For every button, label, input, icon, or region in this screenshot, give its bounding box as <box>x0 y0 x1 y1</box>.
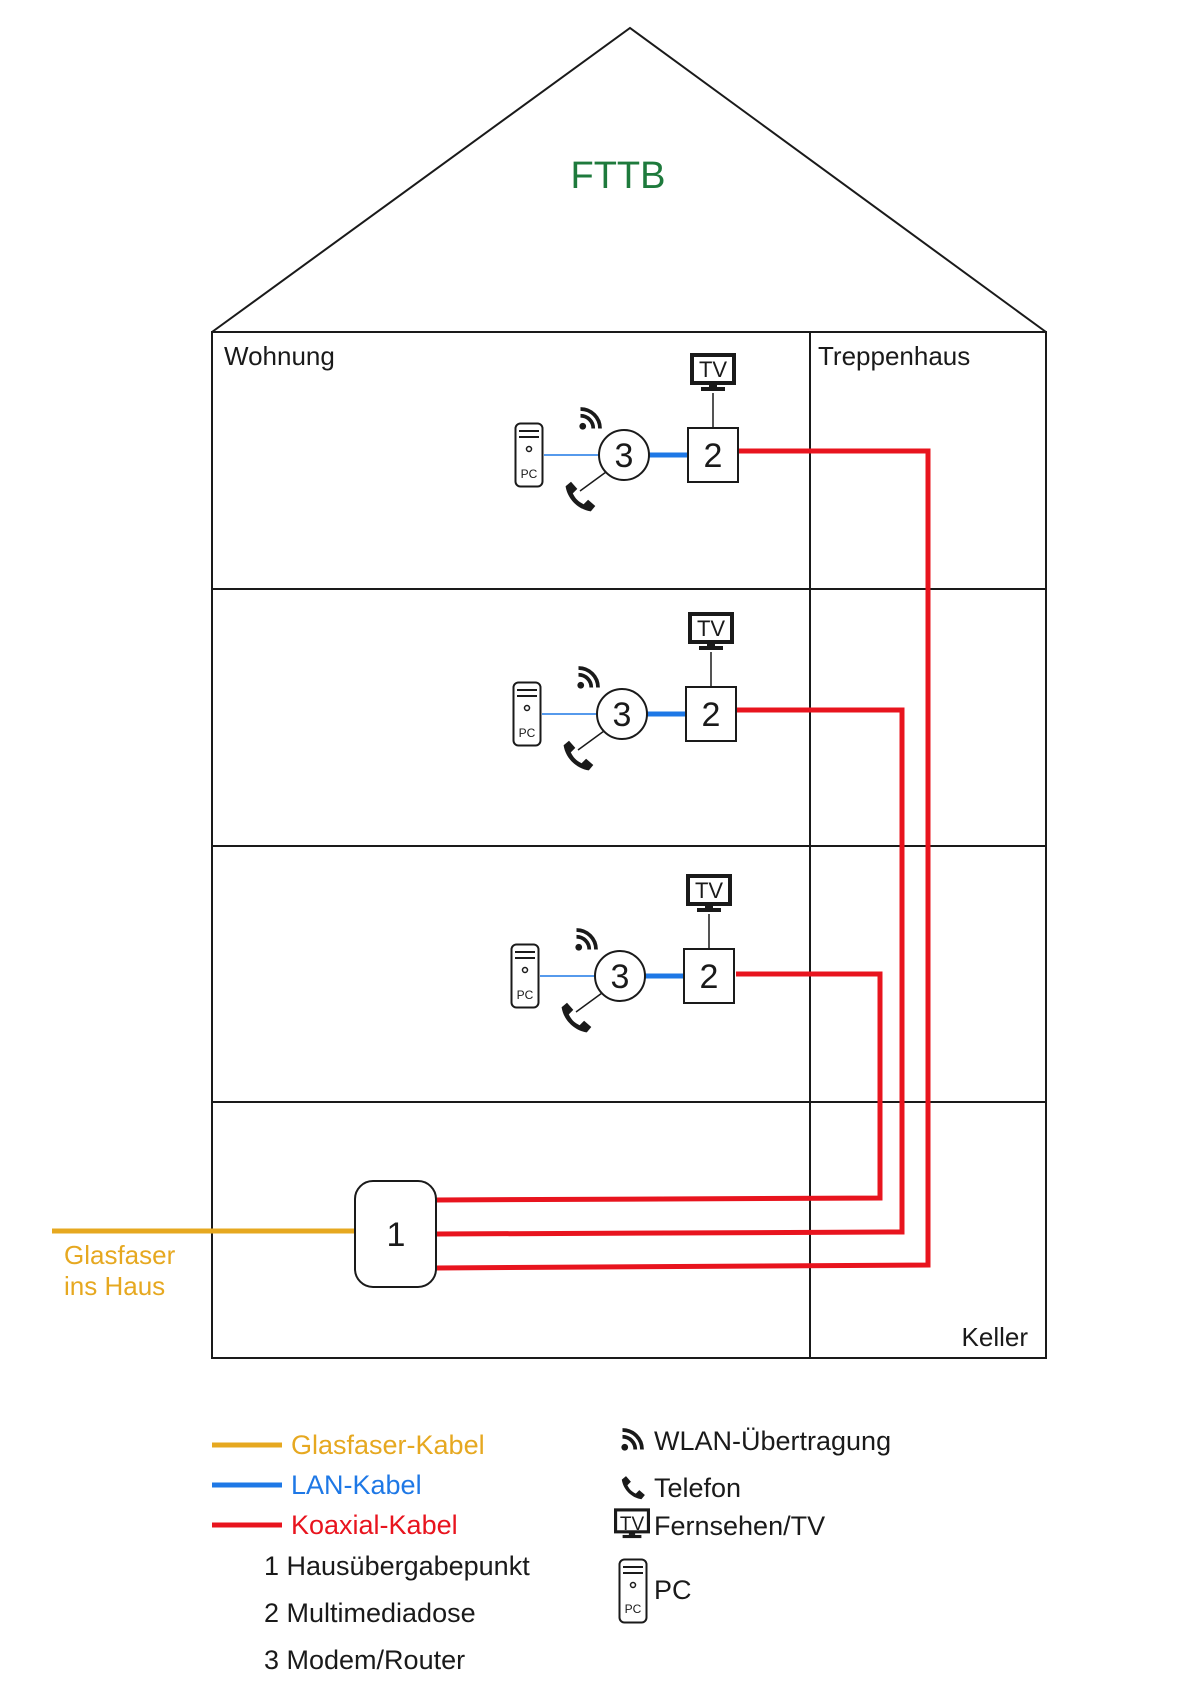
legend-phone-icon <box>621 1476 645 1500</box>
room-label-keller: Keller <box>962 1322 1029 1352</box>
mmd-box <box>683 948 735 1004</box>
floor-1-equipment: PC 3 2 TV <box>514 353 739 512</box>
router-node <box>598 429 650 481</box>
legend-number-3: 3 Modem/Router <box>264 1645 465 1675</box>
phone-link <box>579 471 607 492</box>
hup-box <box>354 1180 437 1288</box>
router-node <box>594 950 646 1002</box>
router-number: 3 <box>615 437 634 475</box>
wifi-icon <box>575 666 600 691</box>
roof <box>211 26 1047 333</box>
legend-number-2: 2 Multimediadose <box>264 1598 476 1628</box>
pc-icon-text: PC <box>521 467 538 481</box>
room-label-treppenhaus: Treppenhaus <box>818 341 970 371</box>
floor-3-equipment: PC 3 2 TV <box>510 874 735 1033</box>
tv-icon-text: TV <box>697 616 725 641</box>
legend-wifi-icon <box>619 1428 644 1453</box>
legend-coax-label: Koaxial-Kabel <box>291 1510 458 1540</box>
floor-2-equipment: PC 3 2 TV <box>512 612 737 771</box>
legend-pc-label: PC <box>654 1575 692 1605</box>
wifi-icon <box>577 407 602 432</box>
router-number: 3 <box>613 696 632 734</box>
mmd-number: 2 <box>700 958 719 996</box>
router-number: 3 <box>611 958 630 996</box>
tv-icon-text: TV <box>695 878 723 903</box>
pc-icon-text: PC <box>519 726 536 740</box>
mmd-number: 2 <box>704 437 723 475</box>
diagram-title: FTTB <box>571 155 666 197</box>
legend-phone-label: Telefon <box>654 1473 741 1503</box>
coax-cable-floor-3 <box>435 971 883 1203</box>
mmd-number: 2 <box>702 696 721 734</box>
wifi-icon <box>573 928 598 953</box>
fiber-label-line2: ins Haus <box>64 1271 165 1301</box>
house-outline <box>211 26 1047 1359</box>
coax-cable-floor-1 <box>435 448 931 1271</box>
phone-link <box>575 992 603 1013</box>
phone-icon <box>561 1002 592 1033</box>
legend-tv-icon-text: TV <box>620 1514 645 1535</box>
legend-wifi-label: WLAN-Übertragung <box>654 1426 891 1456</box>
phone-icon <box>565 481 596 512</box>
fiber-label-line1: Glasfaser <box>64 1240 176 1270</box>
legend-fiber-label: Glasfaser-Kabel <box>291 1430 485 1460</box>
legend-tv-label: Fernsehen/TV <box>654 1511 825 1541</box>
phone-icon <box>563 740 594 771</box>
tv-icon-text: TV <box>699 357 727 382</box>
router-node <box>596 688 648 740</box>
mmd-box <box>687 427 739 483</box>
phone-link <box>577 730 605 751</box>
mmd-box <box>685 686 737 742</box>
legend: Glasfaser-Kabel LAN-Kabel Koaxial-Kabel … <box>212 1426 891 1675</box>
legend-number-1: 1 Hausübergabepunkt <box>264 1551 530 1581</box>
legend-lan-label: LAN-Kabel <box>291 1470 422 1500</box>
pc-icon-text: PC <box>517 988 534 1002</box>
hup-number: 1 <box>387 1216 406 1254</box>
coax-cable-floor-2 <box>435 707 905 1237</box>
coax-cables <box>435 448 931 1271</box>
legend-pc-icon-text: PC <box>625 1602 642 1616</box>
room-label-wohnung: Wohnung <box>224 341 335 371</box>
